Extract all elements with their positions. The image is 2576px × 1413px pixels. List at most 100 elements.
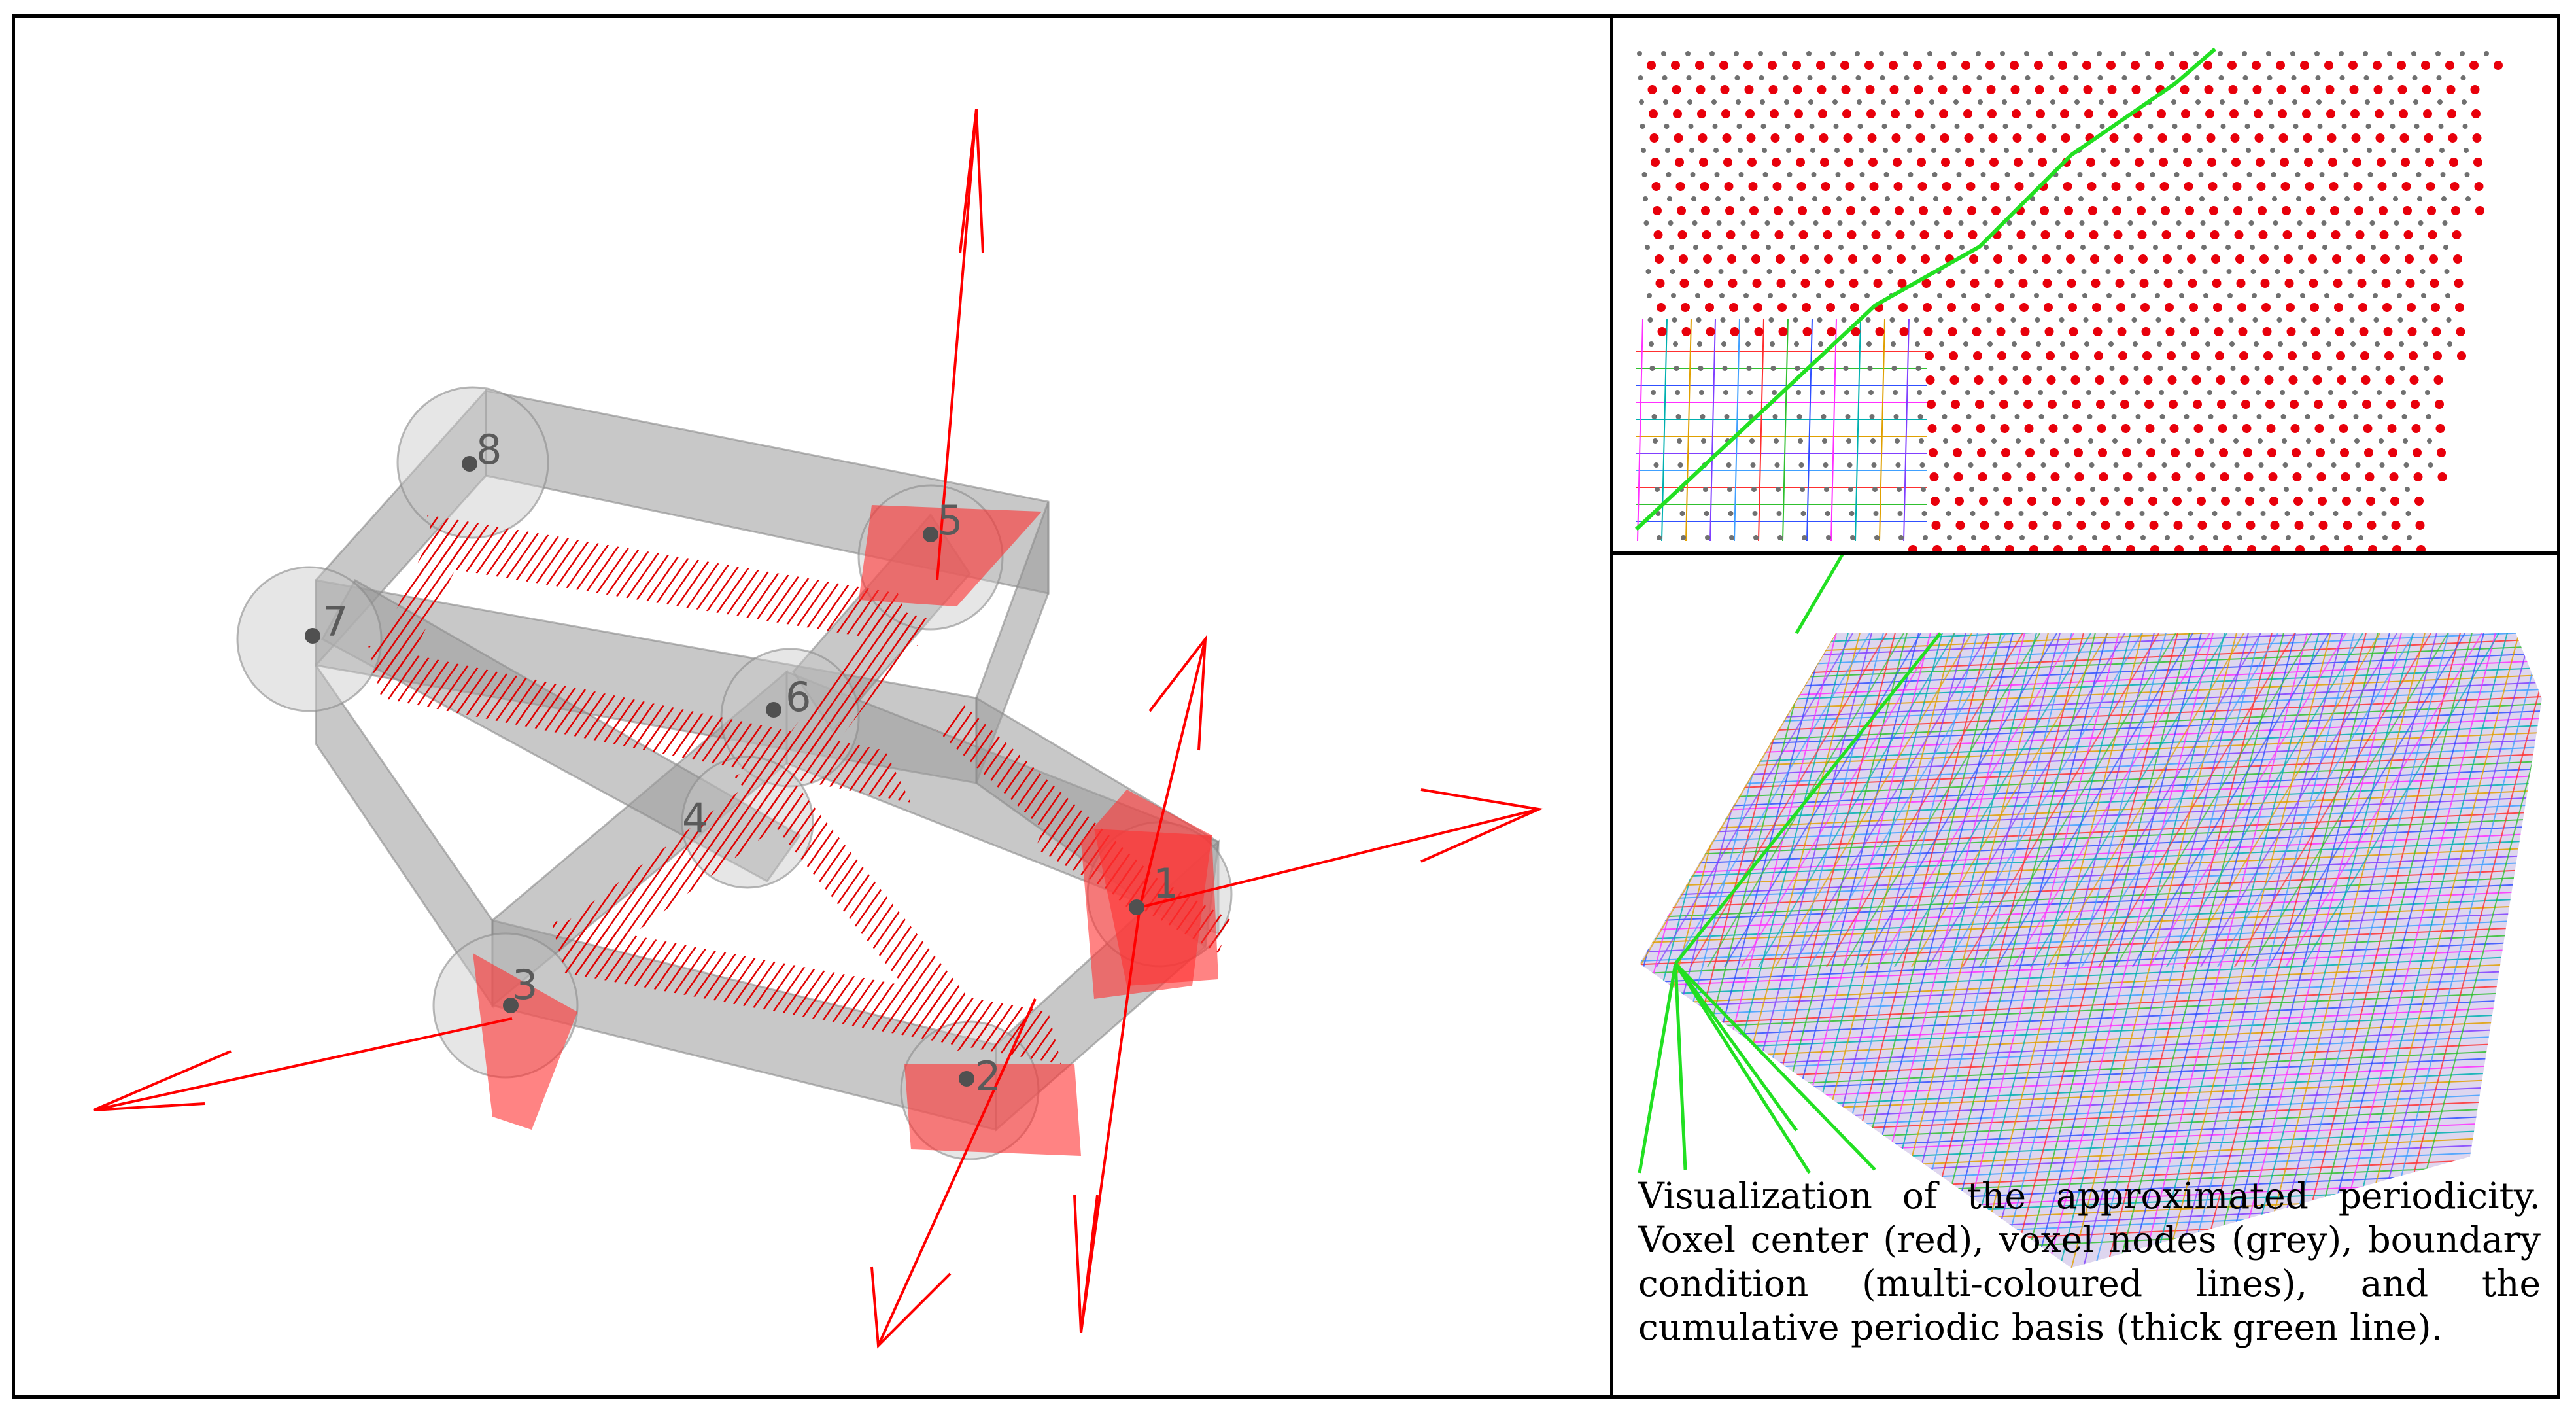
mesh-line — [1860, 633, 2057, 968]
voxel-node — [2078, 196, 2084, 201]
voxel-node — [2137, 438, 2142, 444]
mesh-line — [2128, 633, 2299, 1268]
voxel-center — [2027, 497, 2036, 506]
voxel-node — [2080, 245, 2086, 250]
voxel-center — [2210, 230, 2220, 239]
voxel-center — [2335, 327, 2344, 336]
voxel-node — [2284, 487, 2289, 492]
voxel-node — [1816, 293, 1821, 298]
voxel-center — [1770, 133, 1780, 143]
voxel-center — [2179, 61, 2188, 70]
voxel-node — [2115, 511, 2121, 516]
voxel-node — [1992, 462, 1998, 468]
voxel-center — [1898, 303, 1908, 312]
voxel-center — [2325, 85, 2335, 94]
voxel-node — [2131, 317, 2137, 323]
voxel-node — [1915, 366, 1921, 371]
voxel-center — [2213, 303, 2222, 312]
voxel-center — [2390, 497, 2399, 506]
voxel-node — [2301, 317, 2307, 323]
voxel-center — [1747, 158, 1757, 167]
voxel-center — [2048, 424, 2058, 433]
voxel-center — [2122, 448, 2131, 457]
voxel-node — [2347, 269, 2353, 274]
voxel-node — [1989, 390, 1995, 395]
voxel-center — [1868, 158, 1878, 167]
voxel-center — [1774, 230, 1784, 239]
voxel-node — [2058, 293, 2063, 298]
voxel-node — [1819, 366, 1825, 371]
voxel-node — [2040, 438, 2045, 444]
voxel-center — [2197, 497, 2206, 506]
voxel-center — [2022, 375, 2032, 385]
voxel-node — [2031, 220, 2036, 226]
mesh-line — [2293, 633, 2464, 1268]
voxel-node — [1842, 341, 1847, 347]
voxel-center — [2457, 351, 2466, 360]
voxel-center — [2433, 351, 2442, 360]
voxel-center — [2093, 327, 2103, 336]
bc-line — [1734, 318, 1740, 542]
voxel-node — [1770, 341, 1775, 347]
voxel-node — [2171, 99, 2176, 105]
voxel-center — [2063, 182, 2072, 191]
voxel-center — [2061, 133, 2070, 143]
voxel-node — [1714, 172, 1720, 177]
periodic-basis-line — [1634, 47, 2216, 531]
voxel-center — [2140, 303, 2150, 312]
voxel-center — [2351, 133, 2361, 143]
voxel-node — [1795, 366, 1800, 371]
mesh-line — [1640, 753, 2542, 794]
voxel-node — [1871, 462, 1877, 468]
voxel-node — [1928, 75, 1934, 80]
voxel-node — [2267, 75, 2273, 80]
voxel-node — [1910, 220, 1915, 226]
voxel-node — [2065, 462, 2070, 468]
mesh-line — [1826, 633, 2023, 968]
mesh-line — [2166, 633, 2363, 968]
voxel-center — [2143, 375, 2153, 385]
voxel-center — [2286, 327, 2296, 336]
voxel-node — [2300, 293, 2305, 298]
voxel-node — [2034, 293, 2039, 298]
voxel-node — [2292, 99, 2297, 105]
voxel-center — [2413, 448, 2422, 457]
voxel-node — [1982, 220, 1988, 226]
voxel-center — [1675, 182, 1685, 191]
voxel-center — [2188, 279, 2197, 288]
voxel-center — [1914, 85, 1923, 94]
voxel-node — [1891, 341, 1896, 347]
voxel-node — [2159, 390, 2164, 395]
voxel-node — [1686, 75, 1692, 80]
voxel-node — [1987, 341, 1993, 347]
voxel-node — [1958, 220, 1964, 226]
voxel-node — [2268, 99, 2273, 105]
voxel-node — [2206, 366, 2212, 371]
voxel-node — [1747, 390, 1753, 395]
mesh-line — [2149, 633, 2346, 968]
voxel-node — [2063, 414, 2069, 419]
voxel-node — [2204, 317, 2210, 323]
voxel-node — [2328, 390, 2333, 395]
voxel-center — [1770, 109, 1779, 118]
voxel-center — [1651, 182, 1661, 191]
mesh-line — [1640, 890, 2542, 932]
voxel-center — [2020, 327, 2030, 336]
voxel-node — [1872, 487, 1878, 492]
voxel-node — [2298, 245, 2303, 250]
voxel-node — [1927, 51, 1932, 56]
voxel-center — [2318, 521, 2328, 530]
voxel-center — [2230, 133, 2240, 143]
voxel-node — [2175, 196, 2180, 201]
voxel-center — [2042, 279, 2052, 288]
bc-line — [1879, 318, 1885, 542]
mesh-line — [1975, 633, 2146, 1268]
voxel-node — [1800, 511, 1806, 516]
voxel-node — [2401, 390, 2406, 395]
voxel-node — [2193, 51, 2199, 56]
voxel-node — [1932, 172, 1938, 177]
voxel-center — [2361, 375, 2371, 385]
mesh-line — [2363, 633, 2535, 1268]
mesh-line — [1809, 633, 2006, 968]
voxel-node — [2353, 414, 2359, 419]
